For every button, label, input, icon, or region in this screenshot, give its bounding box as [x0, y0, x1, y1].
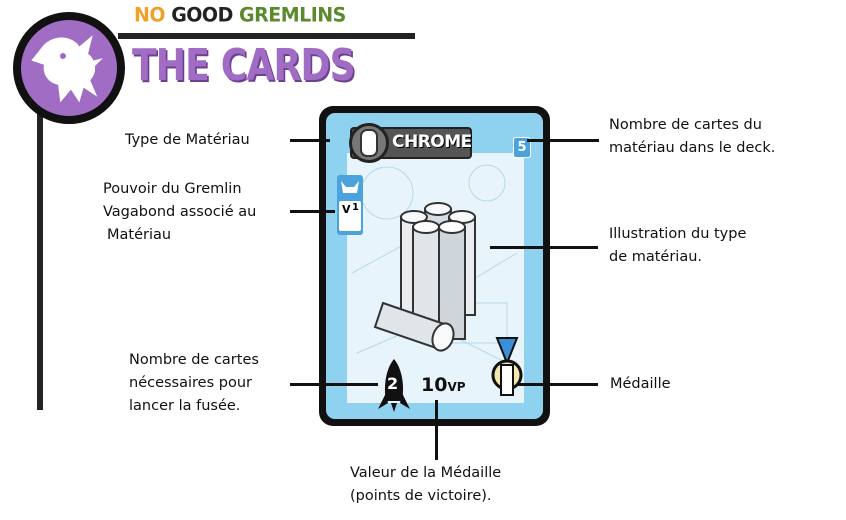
label-rocket-line1: Nombre de cartes: [129, 352, 259, 368]
label-power-line2: Vagabond associé au: [103, 204, 257, 220]
brand-word-no: NO: [134, 3, 166, 27]
power-letter: V: [342, 203, 351, 216]
material-type-banner: CHROME: [349, 123, 472, 163]
label-power-line1: Pouvoir du Gremlin: [103, 181, 242, 197]
label-illustration-line1: Illustration du type: [609, 226, 747, 242]
header-rule: [118, 33, 415, 39]
gremlin-logo: [13, 12, 125, 124]
brand-word-gremlins: GREMLINS: [238, 3, 346, 27]
deck-count-badge: 5: [513, 137, 531, 158]
leader-line-medal-value: [435, 400, 438, 460]
leader-line-medal: [518, 383, 598, 386]
leader-line-rocket: [290, 383, 378, 386]
leader-line-power: [290, 210, 335, 213]
chrome-cylinders-illustration: [351, 164, 523, 396]
side-rule: [37, 110, 43, 410]
leader-line-material-type: [290, 139, 330, 142]
label-medal-value-line1: Valeur de la Médaille: [350, 465, 502, 481]
power-fraction: 1: [352, 202, 359, 213]
brand-word-good: GOOD: [171, 3, 233, 27]
label-rocket-line2: nécessaires pour: [129, 375, 252, 391]
gremlin-power-icon: V 1: [337, 175, 363, 235]
label-material-type: Type de Matériau: [125, 132, 250, 148]
label-medal: Médaille: [610, 376, 671, 392]
label-power-line3: Matériau: [107, 227, 172, 243]
vp-unit: VP: [447, 380, 466, 394]
vp-number: 10: [421, 374, 448, 396]
label-deck-count-line1: Nombre de cartes du: [609, 117, 762, 133]
label-rocket-line3: lancer la fusée.: [129, 398, 241, 414]
section-title: THE CARDS: [132, 40, 356, 91]
brand-title: NO GOOD GREMLINS: [134, 3, 346, 26]
card-face: CHROME 5 V 1 2 10VP: [326, 113, 543, 419]
material-name: CHROME: [392, 132, 472, 152]
label-deck-count-line2: matériau dans le deck.: [609, 140, 776, 156]
medal-icon: [491, 337, 523, 396]
label-medal-value-line2: (points de victoire).: [350, 488, 492, 504]
rocket-icon: 2: [374, 357, 414, 413]
leader-line-deck-count: [527, 139, 599, 142]
chrome-material-icon: [349, 123, 389, 163]
victory-points: 10VP: [421, 374, 466, 396]
material-card: CHROME 5 V 1 2 10VP: [319, 106, 550, 426]
rocket-count: 2: [387, 374, 399, 393]
gremlin-icon: [31, 35, 103, 103]
card-illustration-area: [347, 153, 524, 403]
label-illustration-line2: de matériau.: [609, 249, 703, 265]
leader-line-illustration: [490, 246, 598, 249]
